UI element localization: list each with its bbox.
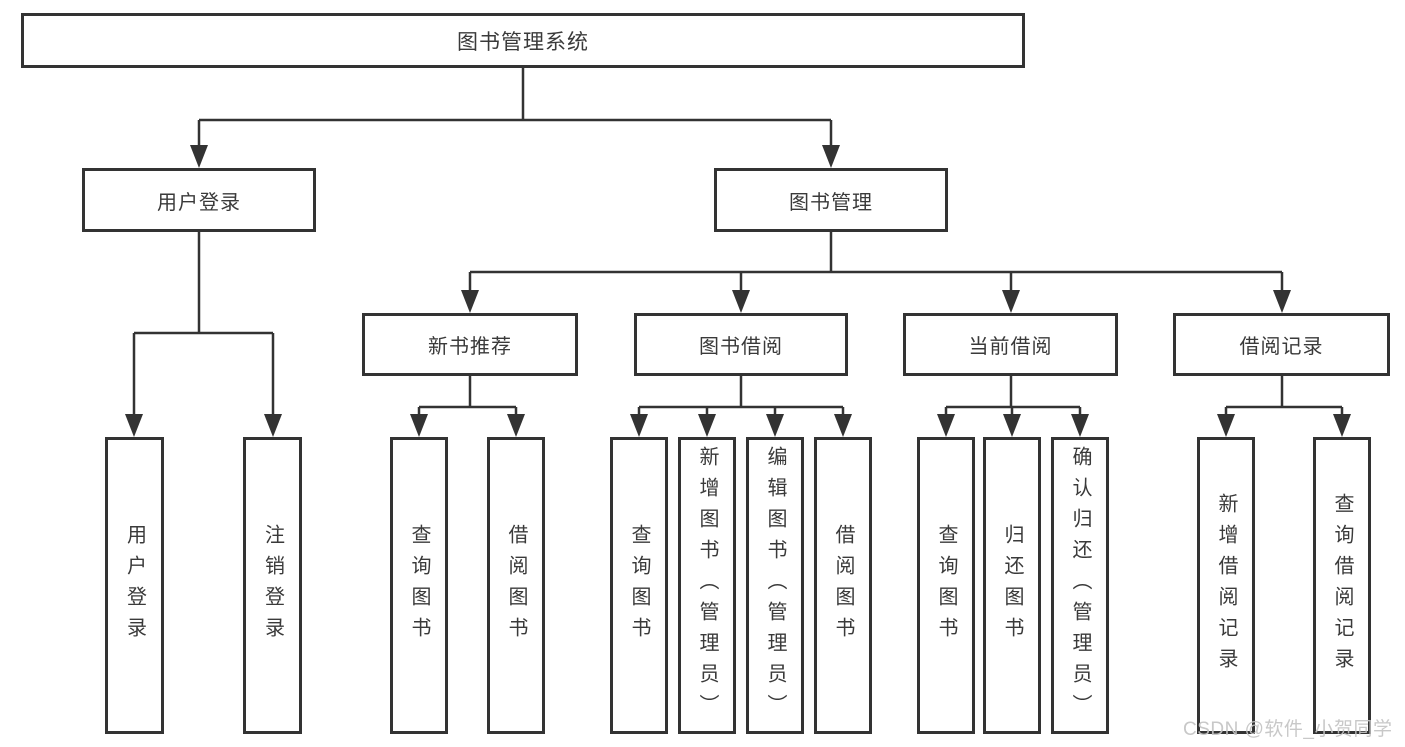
node-user-login: 用户登录 [82,168,316,232]
arrowhead [937,414,955,437]
node-library-management-system: 图书管理系统 [21,13,1025,68]
node-label: 查询借阅记录 [1331,492,1353,679]
node-label: 确认归还（管理员） [1069,446,1091,725]
leaf-recommend-borrow-book: 借阅图书 [487,437,545,734]
arrowhead [732,290,750,313]
arrowhead [834,414,852,437]
leaf-borrow-query-book: 查询图书 [610,437,668,734]
node-label: 图书借阅 [699,336,783,358]
node-borrow-record: 借阅记录 [1173,313,1390,376]
edge-userlogin-to-leaves [132,230,275,418]
node-label: 当前借阅 [968,336,1053,358]
node-label: 用户登录 [123,523,146,648]
leaf-borrow-add-book-admin: 新增图书（管理员） [678,437,736,734]
node-label: 新增借阅记录 [1215,492,1237,679]
arrowhead [410,414,428,437]
watermark: CSDN @软件_小贺同学 [1183,719,1393,740]
arrowhead [1003,414,1021,437]
node-label: 查询图书 [408,523,430,648]
arrowhead [822,145,840,168]
leaf-user-login: 用户登录 [105,437,164,734]
edge-bookmgmt-to-level3 [468,230,1284,294]
node-label: 借阅记录 [1239,336,1324,358]
node-label: 新增图书（管理员） [696,446,718,725]
leaf-borrow-borrow-book: 借阅图书 [814,437,872,734]
node-label: 图书管理 [789,191,873,214]
node-label: 用户登录 [157,191,241,214]
node-label: 注销登录 [261,523,284,648]
arrowhead [190,145,208,168]
arrowhead [1217,414,1235,437]
node-book-borrow: 图书借阅 [634,313,848,376]
arrowhead [698,414,716,437]
leaf-logout-login: 注销登录 [243,437,302,734]
node-label: 借阅图书 [832,523,854,648]
leaf-recommend-query-book: 查询图书 [390,437,448,734]
arrowhead [461,290,479,313]
leaf-current-confirm-return-admin: 确认归还（管理员） [1051,437,1109,734]
node-current-borrow: 当前借阅 [903,313,1118,376]
leaf-record-query-record: 查询借阅记录 [1313,437,1371,734]
arrowhead [507,414,525,437]
node-book-management: 图书管理 [714,168,948,232]
arrowhead [1071,414,1089,437]
arrowhead [1002,290,1020,313]
arrowhead [264,414,282,437]
arrowhead [1273,290,1291,313]
leaf-current-return-book: 归还图书 [983,437,1041,734]
edge-current-to-leaves [944,374,1082,418]
edge-borrow-to-leaves [637,374,845,418]
node-new-book-recommend: 新书推荐 [362,313,578,376]
node-label: 查询图书 [628,523,650,648]
edge-recommend-to-leaves [417,374,518,418]
node-label: 新书推荐 [428,336,512,358]
node-label: 借阅图书 [505,523,527,648]
leaf-current-query-book: 查询图书 [917,437,975,734]
leaf-borrow-edit-book-admin: 编辑图书（管理员） [746,437,804,734]
edge-root-to-level2 [197,66,833,150]
edge-record-to-leaves [1224,374,1344,418]
node-label: 归还图书 [1001,523,1023,648]
arrowhead [766,414,784,437]
arrowheads [125,145,1351,437]
leaf-record-add-record: 新增借阅记录 [1197,437,1255,734]
node-label: 查询图书 [935,523,957,648]
node-label: 图书管理系统 [457,30,589,54]
arrowhead [125,414,143,437]
node-label: 编辑图书（管理员） [764,446,786,725]
arrowhead [630,414,648,437]
arrowhead [1333,414,1351,437]
